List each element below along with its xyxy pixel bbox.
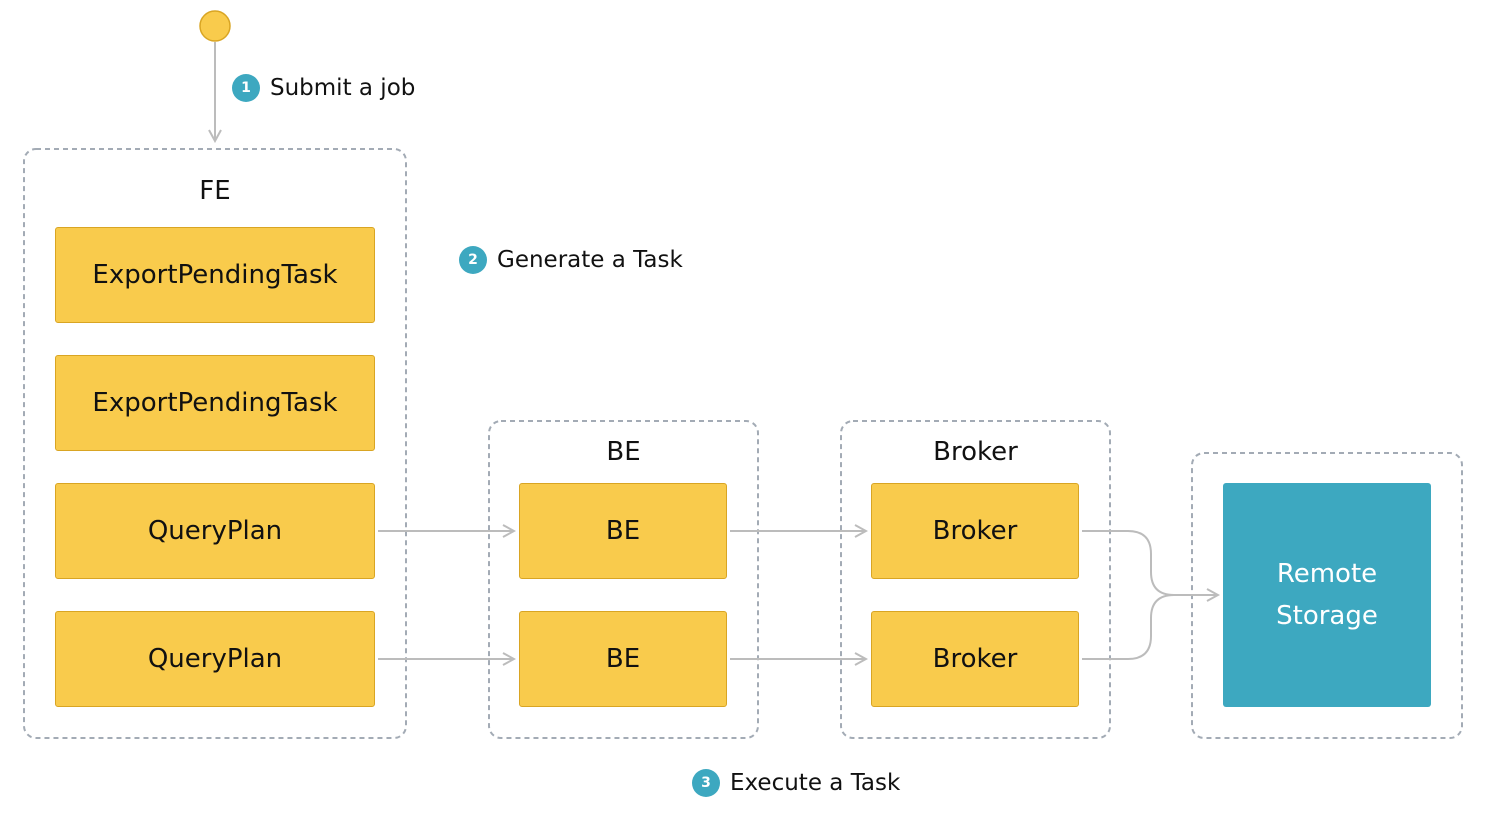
step-3-label: Execute a Task	[730, 770, 901, 796]
step-3-badge: 3	[692, 769, 720, 797]
step-1-badge: 1	[232, 74, 260, 102]
be-group-border	[488, 420, 759, 739]
fe-node-query-plan: QueryPlan	[55, 483, 375, 579]
remote-storage-label-line2: Storage	[1276, 601, 1378, 631]
fe-group-title: FE	[199, 176, 231, 206]
step-2-badge: 2	[459, 246, 487, 274]
be-node: BE	[519, 483, 727, 579]
broker-node: Broker	[871, 611, 1079, 707]
broker-node: Broker	[871, 483, 1079, 579]
fe-node-query-plan: QueryPlan	[55, 611, 375, 707]
step-generate-task: 2 Generate a Task	[459, 246, 683, 274]
step-submit-job: 1 Submit a job	[232, 74, 415, 102]
be-node: BE	[519, 611, 727, 707]
step-execute-task: 3 Execute a Task	[692, 769, 900, 797]
fe-node-export-pending-task: ExportPendingTask	[55, 227, 375, 323]
step-1-label: Submit a job	[270, 75, 416, 101]
start-node	[199, 10, 231, 42]
remote-storage-label-line1: Remote	[1276, 559, 1378, 589]
edge-broker1-storage	[1082, 530, 1218, 596]
fe-group-border	[23, 148, 407, 739]
remote-storage-node: Remote Storage	[1223, 483, 1431, 707]
broker-group-title: Broker	[933, 437, 1018, 467]
step-2-label: Generate a Task	[497, 247, 683, 273]
edge-broker2-storage	[1082, 595, 1218, 660]
fe-node-export-pending-task: ExportPendingTask	[55, 355, 375, 451]
broker-group-border	[840, 420, 1111, 739]
be-group-title: BE	[606, 437, 641, 467]
